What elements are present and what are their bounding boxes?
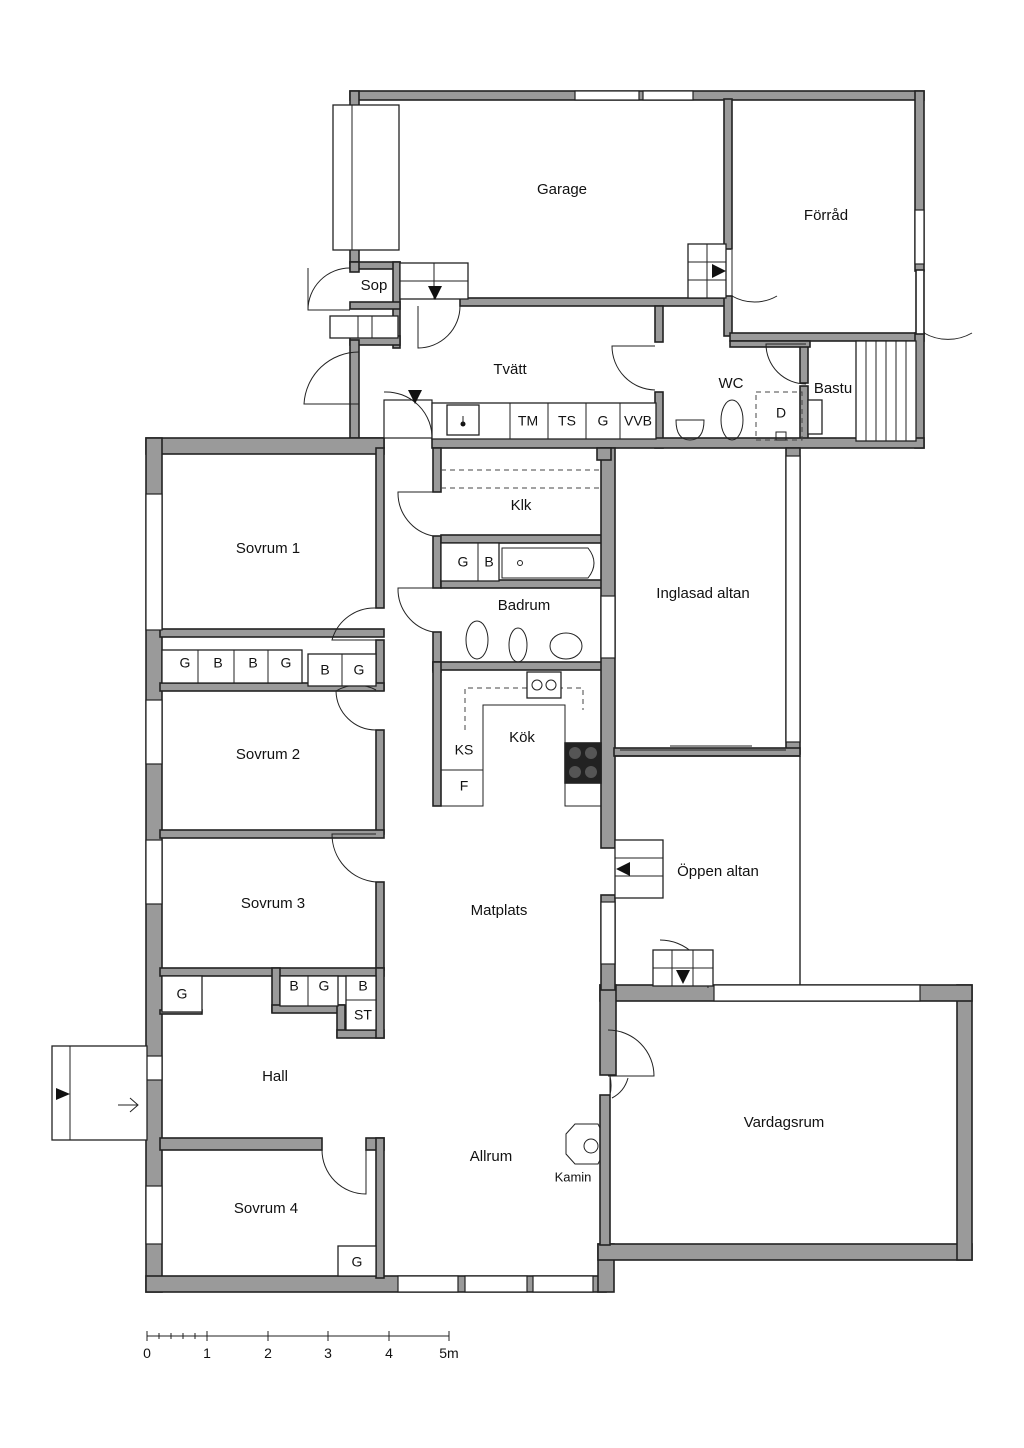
- room-label-allrum: Allrum: [470, 1148, 513, 1165]
- room-label-oppen-altan: Öppen altan: [677, 862, 759, 880]
- room-label-sovrum1: Sovrum 1: [236, 540, 300, 557]
- fixture-label-ks: KS: [455, 742, 474, 758]
- wardrobe-label: G: [180, 655, 191, 671]
- room-label-wc: WC: [719, 375, 744, 392]
- fixture-label-d: D: [776, 405, 786, 421]
- doors: [51, 250, 973, 1195]
- fixture-label-f: F: [460, 778, 469, 794]
- scale-tick-label: 4: [385, 1345, 393, 1361]
- room-label-matplats: Matplats: [471, 902, 528, 919]
- scale-tick-label: 3: [324, 1345, 332, 1361]
- scale-tick-label: 1: [203, 1345, 211, 1361]
- fixture-label-ts: TS: [558, 413, 576, 429]
- wardrobes: [161, 649, 377, 1277]
- scale-tick-label: 0: [143, 1345, 151, 1361]
- room-label-inglasad-altan: Inglasad altan: [656, 585, 749, 602]
- fixture-label-st: ST: [354, 1007, 372, 1023]
- entry-steps: [614, 839, 714, 987]
- room-label-klk: Klk: [511, 497, 532, 514]
- room-label-bastu: Bastu: [814, 380, 852, 397]
- wardrobe-label: B: [358, 978, 367, 994]
- wardrobe-label: G: [281, 655, 292, 671]
- room-label-kok: Kök: [509, 729, 535, 746]
- entrance-arrows: [56, 264, 726, 1100]
- wardrobe-label: G: [177, 986, 188, 1002]
- walls: [145, 90, 973, 1293]
- scale-tick-label: 2: [264, 1345, 272, 1361]
- wardrobe-label: B: [484, 554, 493, 570]
- room-label-garage: Garage: [537, 181, 587, 198]
- garage-steps: [399, 243, 727, 300]
- fixture-label-vvb: VVB: [624, 413, 652, 429]
- garage-door: [332, 104, 400, 251]
- scale-tick-label: 5m: [439, 1345, 458, 1361]
- scale-bar: 0 1 2 3 4 5m: [143, 1331, 459, 1361]
- room-label-sop: Sop: [361, 277, 388, 294]
- bathroom-fixtures: [440, 542, 595, 663]
- wardrobe-label: B: [248, 655, 257, 671]
- wc-fixtures: [675, 340, 917, 442]
- room-label-badrum: Badrum: [498, 597, 551, 614]
- sop-storage: [329, 315, 399, 339]
- wardrobe-label: G: [352, 1254, 363, 1270]
- windows: [145, 90, 925, 1293]
- fireplace-label: Kamin: [555, 1169, 592, 1184]
- fixture-label-g: G: [598, 413, 609, 429]
- room-label-sovrum3: Sovrum 3: [241, 895, 305, 912]
- room-label-hall: Hall: [262, 1068, 288, 1085]
- laundry-row: [431, 402, 657, 440]
- wardrobe-label: B: [320, 662, 329, 678]
- wardrobe-label: G: [458, 554, 469, 570]
- wardrobe-label: G: [354, 662, 365, 678]
- room-label-vardagsrum: Vardagsrum: [744, 1114, 825, 1131]
- wardrobe-label: B: [289, 978, 298, 994]
- wardrobe-label: B: [213, 655, 222, 671]
- fireplace: [565, 1123, 601, 1165]
- wardrobe-label: G: [319, 978, 330, 994]
- room-label-tvatt: Tvätt: [493, 361, 527, 378]
- open-porch-outline: [615, 755, 801, 985]
- room-label-sovrum4: Sovrum 4: [234, 1200, 298, 1217]
- room-label-forrad: Förråd: [804, 207, 848, 224]
- room-label-sovrum2: Sovrum 2: [236, 746, 300, 763]
- fixture-label-tm: TM: [518, 413, 538, 429]
- closet-shelves: [441, 469, 601, 489]
- kitchen-fixtures: [440, 669, 602, 807]
